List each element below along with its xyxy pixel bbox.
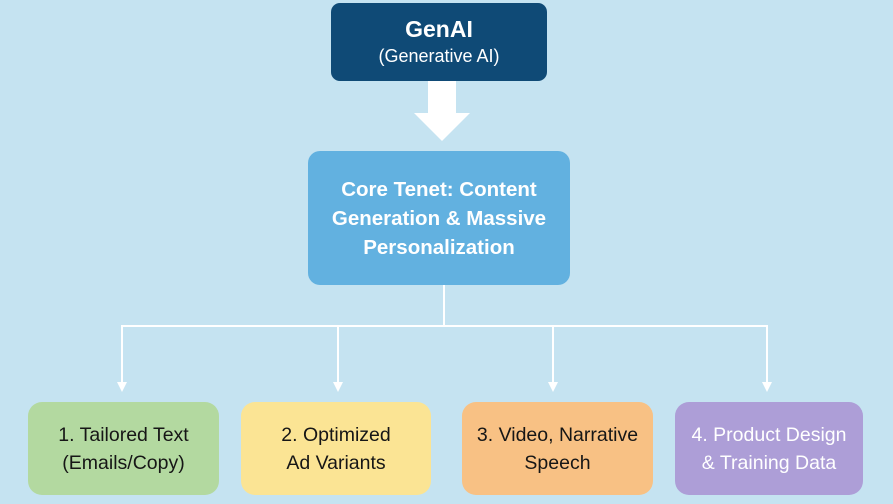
- arrowhead-icon: [762, 382, 772, 392]
- leaf-tailored-text: 1. Tailored Text (Emails/Copy): [28, 402, 219, 495]
- leaf-product-design-training-data: 4. Product Design & Training Data: [675, 402, 863, 495]
- core-line: Core Tenet: Content: [341, 177, 537, 201]
- core-line: Generation & Massive: [331, 206, 547, 230]
- leaf-line: Speech: [524, 451, 591, 474]
- leaf-video-narrative-speech: 3. Video, Narrative Speech: [462, 402, 653, 495]
- leaf-line: Ad Variants: [286, 451, 386, 474]
- leaf-line: 2. Optimized: [281, 423, 391, 446]
- leaf-line: 4. Product Design: [691, 423, 847, 446]
- genai-node: GenAI (Generative AI): [331, 3, 547, 81]
- genai-title: GenAI: [405, 16, 473, 42]
- arrowhead-icon: [548, 382, 558, 392]
- leaf-line: (Emails/Copy): [62, 451, 185, 474]
- core-line: Personalization: [363, 235, 515, 259]
- leaf-line: 1. Tailored Text: [58, 423, 189, 446]
- down-arrow-icon: [414, 81, 470, 141]
- arrowhead-icon: [333, 382, 343, 392]
- genai-subtitle: (Generative AI): [378, 46, 500, 66]
- leaf-line: 3. Video, Narrative: [476, 423, 639, 446]
- leaf-line: & Training Data: [701, 451, 837, 474]
- leaf-optimized-ad-variants: 2. Optimized Ad Variants: [241, 402, 431, 495]
- arrowhead-icon: [117, 382, 127, 392]
- core-tenet-node: Core Tenet: Content Generation & Massive…: [308, 151, 570, 285]
